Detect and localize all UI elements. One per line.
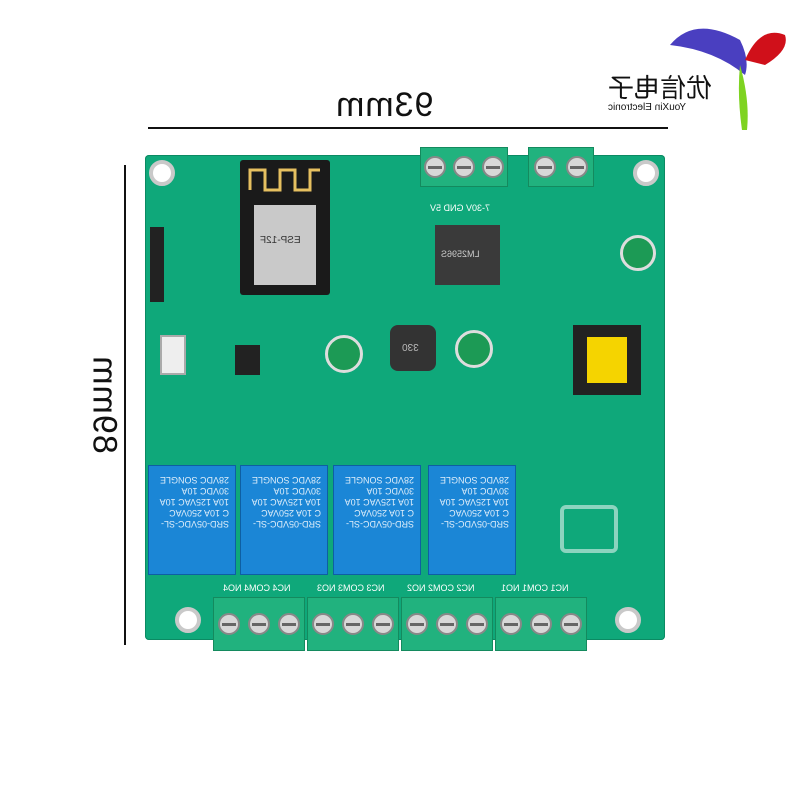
terminal-label: NC3 COM3 NO3 xyxy=(317,583,385,593)
power-terminal xyxy=(420,147,508,187)
power-transformer xyxy=(573,325,641,395)
relay-label: SRD-05VDC-SL-C 10A 250VAC 10A 125VAC 10A… xyxy=(439,475,509,529)
relay-board: ESP-12F 7-30V GND 5V LM2596S 330 SRD-05V… xyxy=(145,147,665,640)
inductor: 330 xyxy=(390,325,436,371)
relay-2-terminal xyxy=(401,597,493,651)
regulator-chip xyxy=(235,345,260,375)
relay-label: SRD-05VDC-SL-C 10A 250VAC 10A 125VAC 10A… xyxy=(251,475,321,529)
module-label: ESP-12F xyxy=(260,235,301,246)
terminal-screw[interactable] xyxy=(372,613,394,635)
terminal-screw[interactable] xyxy=(530,613,552,635)
terminal-screw[interactable] xyxy=(312,613,334,635)
mounting-hole xyxy=(149,160,175,186)
terminal-label: NC2 COM2 NO2 xyxy=(407,583,475,593)
terminal-screw[interactable] xyxy=(534,156,556,178)
voltage-regulator: LM2596S xyxy=(435,225,500,285)
terminal-screw[interactable] xyxy=(406,613,428,635)
terminal-screw[interactable] xyxy=(436,613,458,635)
relay-4-terminal xyxy=(213,597,305,651)
relay-1-terminal xyxy=(495,597,587,651)
relay-label: SRD-05VDC-SL-C 10A 250VAC 10A 125VAC 10A… xyxy=(159,475,229,529)
width-arrow xyxy=(148,127,668,129)
terminal-screw[interactable] xyxy=(248,613,270,635)
height-arrow xyxy=(124,165,126,645)
height-dimension-label: 89mm xyxy=(85,355,124,454)
ac-terminal xyxy=(528,147,594,187)
relay-2: SRD-05VDC-SL-C 10A 250VAC 10A 125VAC 10A… xyxy=(333,465,421,575)
mounting-hole xyxy=(175,607,201,633)
terminal-screw[interactable] xyxy=(424,156,447,178)
mounting-hole xyxy=(633,160,659,186)
antenna-icon xyxy=(248,168,320,192)
terminal-label: NC1 COM1 NO1 xyxy=(501,583,569,593)
reset-button[interactable] xyxy=(160,335,186,375)
power-terminal-label: 7-30V GND 5V xyxy=(430,203,491,213)
terminal-screw[interactable] xyxy=(500,613,522,635)
wifi-module: ESP-12F xyxy=(240,160,330,295)
relay-4: SRD-05VDC-SL-C 10A 250VAC 10A 125VAC 10A… xyxy=(148,465,236,575)
relay-3: SRD-05VDC-SL-C 10A 250VAC 10A 125VAC 10A… xyxy=(240,465,328,575)
terminal-screw[interactable] xyxy=(278,613,300,635)
width-dimension-label: 93mm xyxy=(335,86,434,124)
capacitor xyxy=(455,330,493,368)
logo-english-text: YouXin Electronic xyxy=(608,102,687,113)
terminal-screw[interactable] xyxy=(218,613,240,635)
relay-1: SRD-05VDC-SL-C 10A 250VAC 10A 125VAC 10A… xyxy=(428,465,516,575)
relay-3-terminal xyxy=(307,597,399,651)
capacitor xyxy=(620,235,656,271)
pin-header xyxy=(150,227,164,302)
logo-sprout-icon xyxy=(670,28,786,130)
capacitor xyxy=(325,335,363,373)
logo-chinese-text: 优信电子 xyxy=(608,73,713,103)
logo-mark xyxy=(560,505,618,553)
logo: 优信电子 YouXin Electronic xyxy=(600,20,790,135)
regulator-label: LM2596S xyxy=(441,249,480,259)
terminal-screw[interactable] xyxy=(566,156,588,178)
relay-label: SRD-05VDC-SL-C 10A 250VAC 10A 125VAC 10A… xyxy=(344,475,414,529)
terminal-screw[interactable] xyxy=(342,613,364,635)
terminal-screw[interactable] xyxy=(452,156,475,178)
mounting-hole xyxy=(615,607,641,633)
inductor-label: 330 xyxy=(402,341,419,352)
terminal-screw[interactable] xyxy=(466,613,488,635)
terminal-screw[interactable] xyxy=(560,613,582,635)
terminal-label: NC4 COM4 NO4 xyxy=(223,583,291,593)
terminal-screw[interactable] xyxy=(481,156,504,178)
